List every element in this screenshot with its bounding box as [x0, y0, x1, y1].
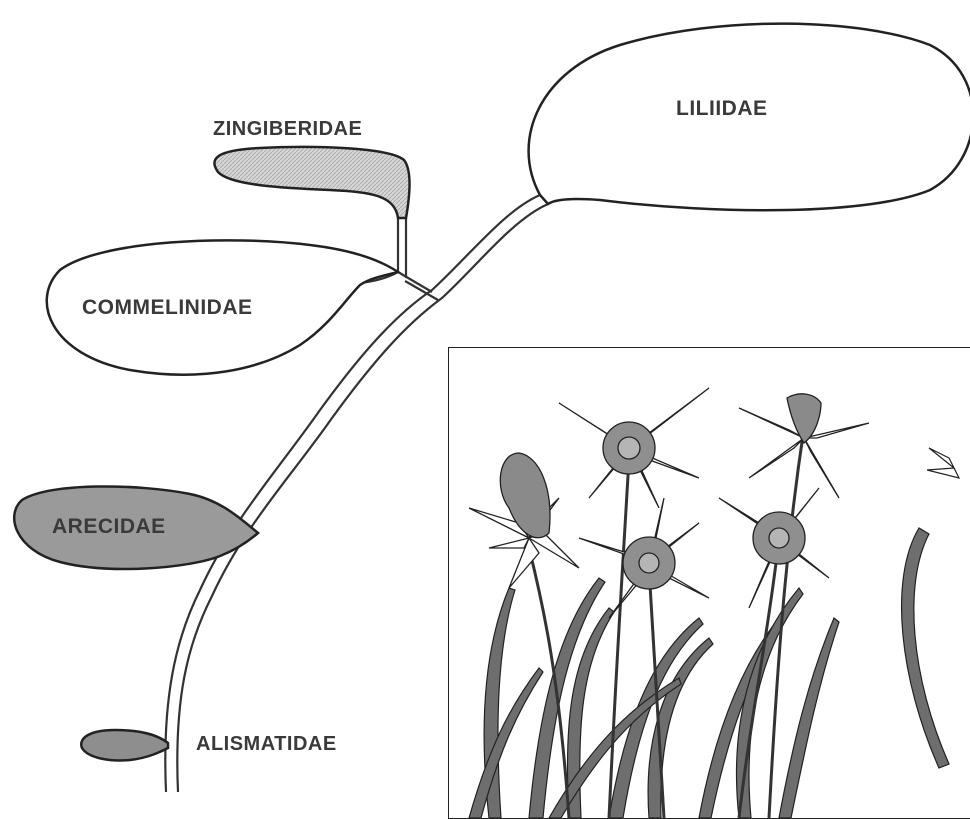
daffodil-drawing	[449, 348, 970, 818]
liliidae-label: LILIIDAE	[676, 97, 768, 121]
alismatidae-label: ALISMATIDAE	[196, 733, 337, 756]
flower-3	[579, 498, 709, 618]
flower-5	[739, 394, 869, 498]
zingiberidae-balloon	[214, 147, 409, 218]
flower-2	[559, 388, 709, 508]
flower-4	[719, 488, 829, 608]
daffodil-illustration	[448, 347, 970, 819]
alismatidae-balloon	[81, 730, 168, 761]
zingiberidae-label: ZINGIBERIDAE	[213, 118, 362, 141]
commelinidae-label: COMMELINIDAE	[82, 296, 253, 320]
flower-1	[469, 453, 579, 588]
arecidae-label: ARECIDAE	[52, 515, 166, 539]
partial-plant	[902, 448, 959, 768]
